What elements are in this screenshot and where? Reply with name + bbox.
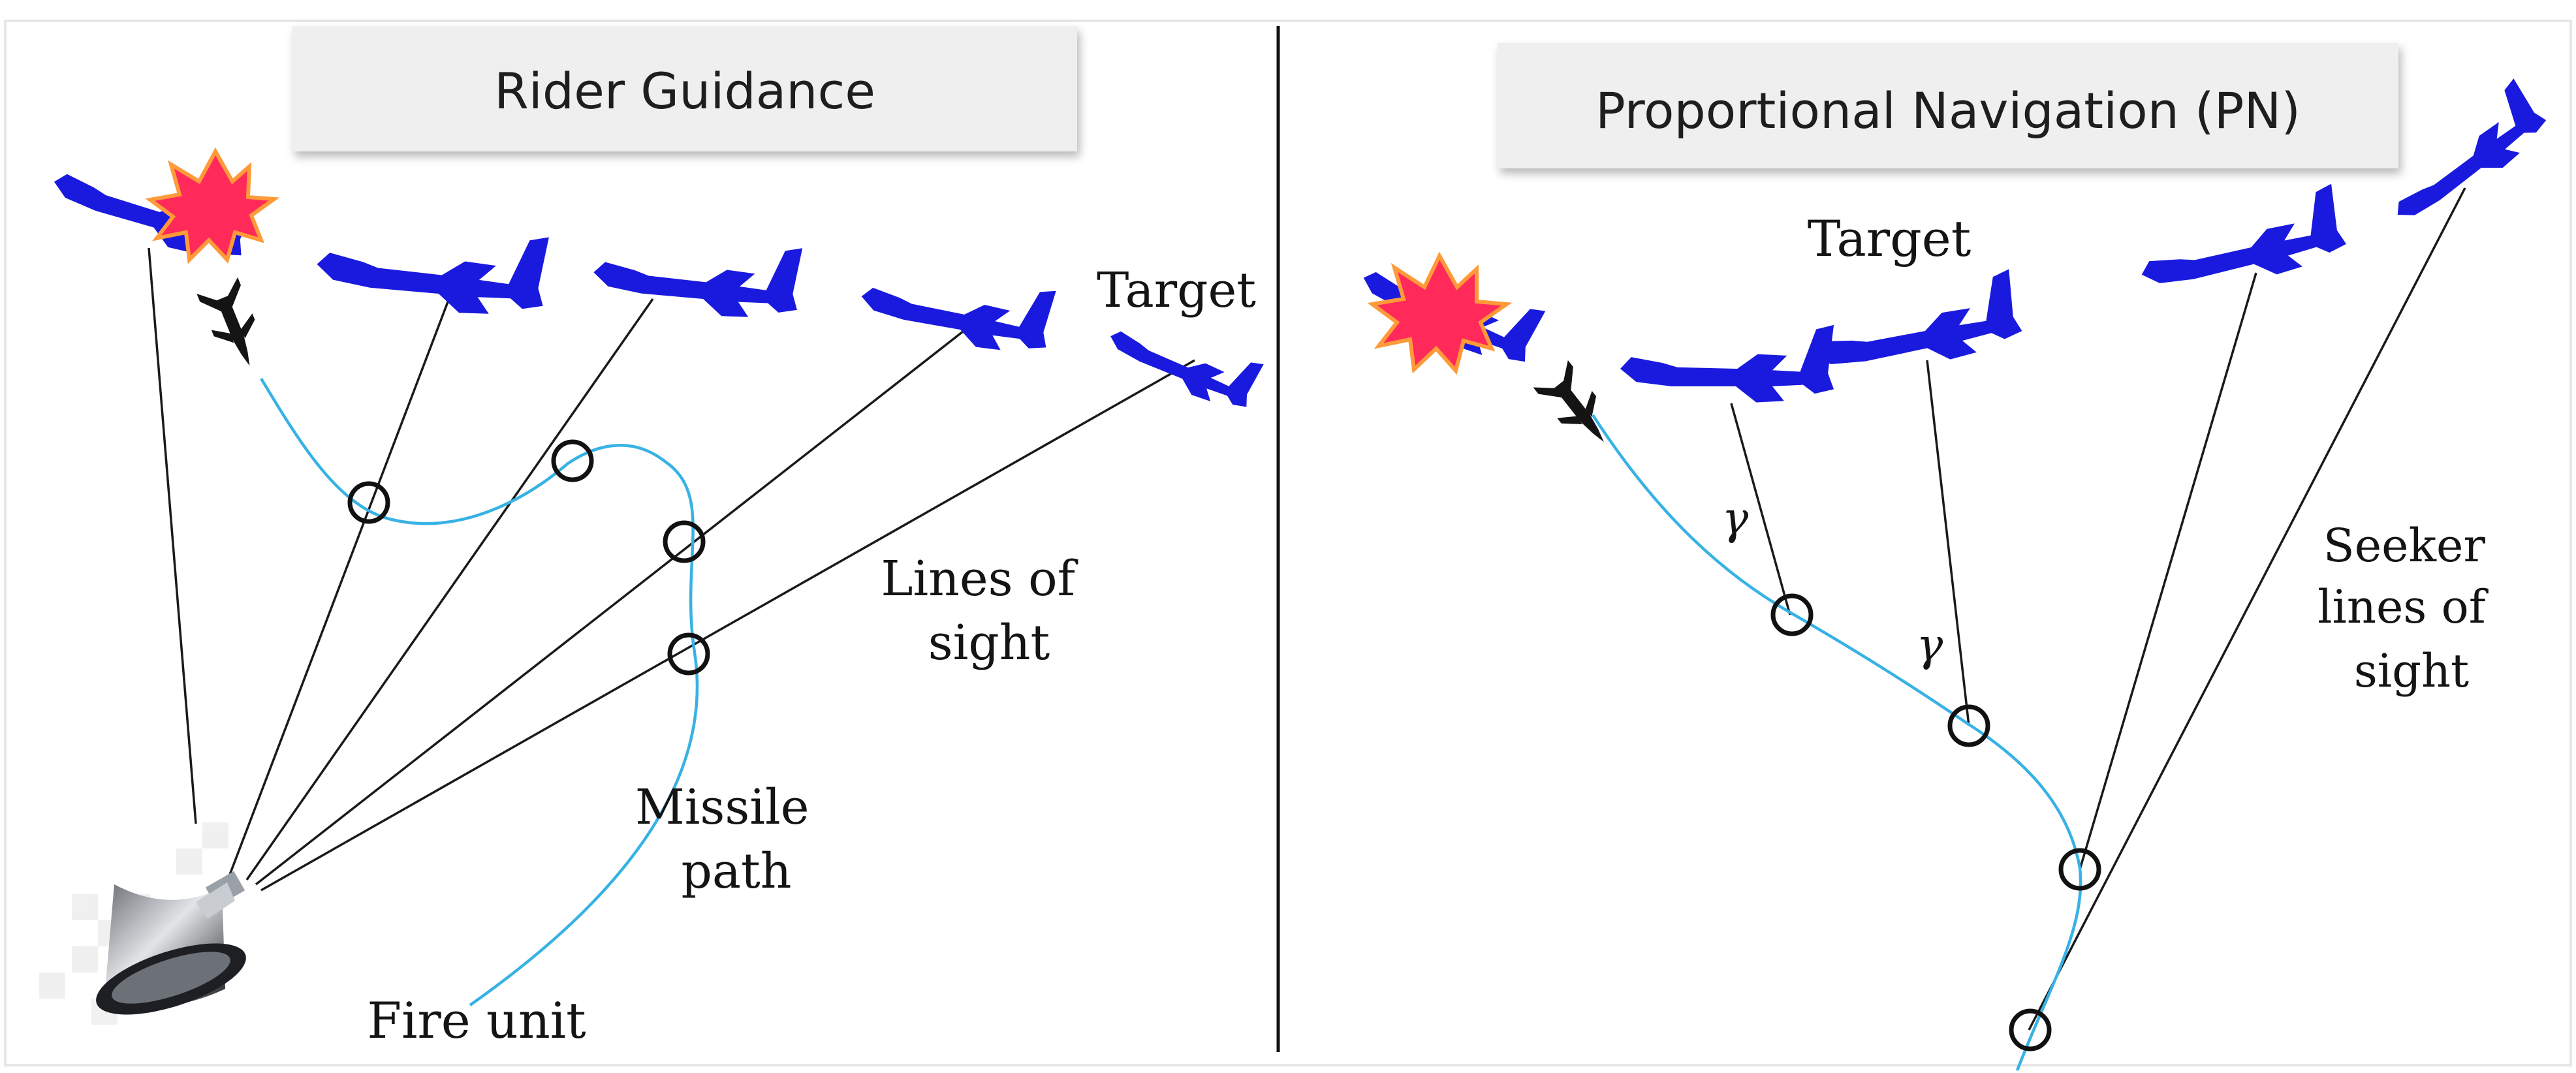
lines-of-sight-label-line: sight bbox=[928, 615, 1050, 671]
aircraft-icon bbox=[2375, 78, 2553, 237]
seeker-label-line: Seeker bbox=[2323, 519, 2486, 572]
left-title-box: Rider Guidance bbox=[292, 26, 1077, 151]
missile-position-marker bbox=[347, 481, 390, 524]
missile-position-marker bbox=[1770, 593, 1814, 636]
missile-path-label-line: Missile bbox=[635, 779, 809, 835]
missile-path-label: Missile path bbox=[635, 779, 825, 899]
gamma-label: γ bbox=[1917, 620, 1943, 672]
seeker-label-line: lines of bbox=[2317, 580, 2489, 634]
missile-position-marker bbox=[551, 439, 594, 482]
missile-position-marker bbox=[2058, 848, 2101, 891]
seeker-line-of-sight bbox=[1926, 360, 1970, 726]
left-panel-title: Rider Guidance bbox=[494, 62, 875, 120]
seeker-line-of-sight bbox=[2028, 187, 2466, 1031]
missile-icon bbox=[1533, 360, 1622, 456]
explosion-icon bbox=[1367, 251, 1513, 375]
missile-position-marker bbox=[1947, 704, 1990, 747]
missile-path bbox=[1592, 414, 2082, 1071]
seeker-label-line: sight bbox=[2354, 644, 2469, 698]
missile-position-marker bbox=[667, 632, 710, 676]
aircraft-icon bbox=[591, 230, 803, 323]
seeker-line-of-sight bbox=[2079, 272, 2257, 870]
seeker-lines-of-sight-label: Seeker lines of sight bbox=[2317, 519, 2500, 698]
missile-position-marker bbox=[2009, 1008, 2052, 1051]
left-panel: Rider Guidance bbox=[39, 26, 1264, 1050]
lines-of-sight-label: Lines of sight bbox=[881, 551, 1090, 671]
lines-of-sight-label-line: Lines of bbox=[881, 551, 1078, 607]
fire-unit-label: Fire unit bbox=[367, 991, 586, 1050]
line-of-sight bbox=[148, 247, 197, 824]
missile-path bbox=[260, 377, 699, 1006]
right-title-box: Proportional Navigation (PN) bbox=[1498, 43, 2398, 168]
aircraft-icon bbox=[313, 217, 549, 320]
line-of-sight bbox=[228, 294, 452, 875]
seeker-line-of-sight bbox=[1730, 403, 1791, 615]
line-of-sight bbox=[255, 330, 964, 886]
missile-path-label-line: path bbox=[682, 843, 792, 899]
fire-unit-icon bbox=[39, 822, 246, 1025]
gamma-label: γ bbox=[1722, 493, 1749, 545]
missile-position-marker bbox=[663, 520, 706, 563]
line-of-sight bbox=[245, 298, 654, 881]
target-label: Target bbox=[1097, 262, 1256, 319]
missile-icon bbox=[196, 277, 270, 375]
aircraft-icon bbox=[1620, 324, 1834, 403]
explosion-icon bbox=[145, 147, 280, 264]
figure-frame bbox=[4, 20, 2572, 1066]
right-panel: Proportional Navigation (PN) Target γ γ … bbox=[1353, 43, 2553, 1071]
aircraft-icon bbox=[2131, 183, 2349, 307]
aircraft-icon bbox=[1804, 269, 2025, 388]
right-panel-title: Proportional Navigation (PN) bbox=[1595, 82, 2301, 140]
aircraft-icon bbox=[856, 257, 1056, 360]
line-of-sight bbox=[260, 359, 1195, 892]
target-label: Target bbox=[1808, 210, 1971, 268]
